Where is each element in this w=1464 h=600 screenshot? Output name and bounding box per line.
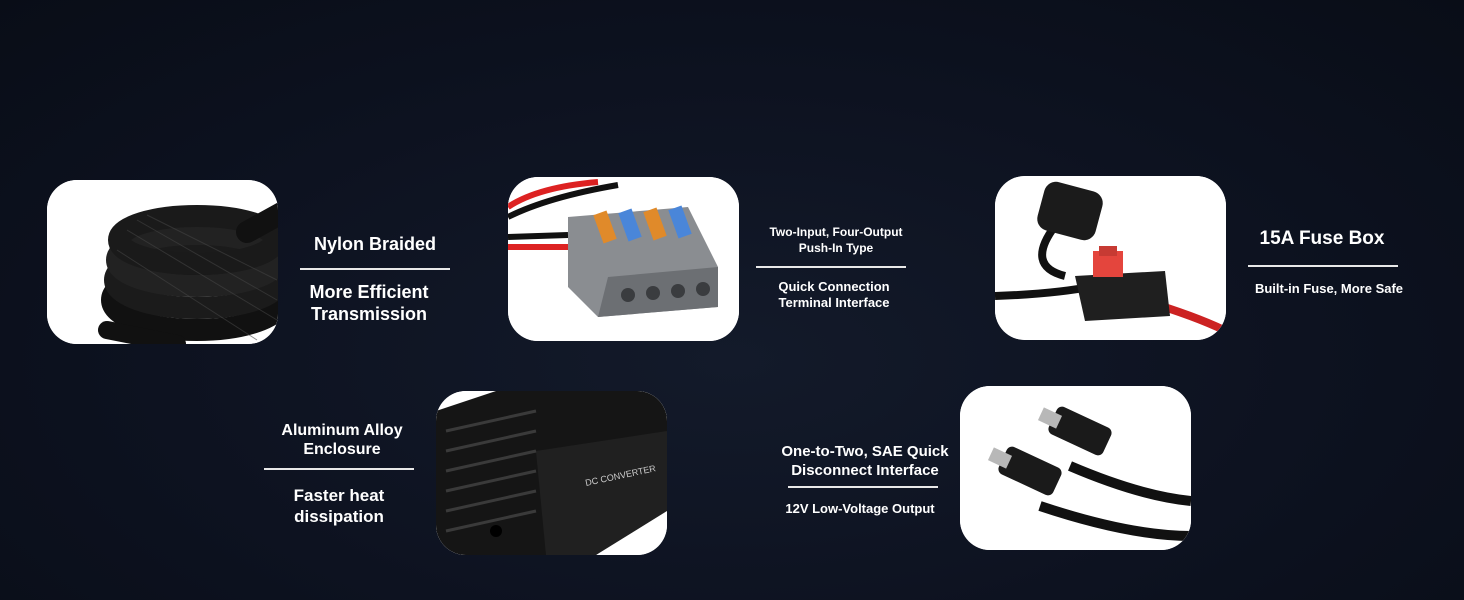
feature-3-subtitle: Built-in Fuse, More Safe [1254,281,1404,296]
feature-5-divider [788,486,938,488]
feature-3-divider [1248,265,1398,267]
feature-1-divider [300,268,450,270]
feature-2-title: Two-Input, Four-Output Push-In Type [769,225,903,255]
feature-4-subtitle: Faster heat dissipation [293,486,385,526]
feature-4-divider [264,468,414,470]
feature-5-subtitle: 12V Low-Voltage Output [785,501,935,516]
dc-converter-image: DC CONVERTER [436,391,667,555]
fuse-box-image [995,176,1226,340]
feature-4-title: Aluminum Alloy Enclosure [281,422,403,458]
feature-2-subtitle: Quick Connection Terminal Interface [778,279,890,310]
feature-2-divider [756,266,906,268]
feature-3-title: 15A Fuse Box [1259,228,1385,249]
feature-5-title: One-to-Two, SAE Quick Disconnect Interfa… [781,443,949,479]
feature-1-subtitle: More Efficient Transmission [309,282,429,324]
feature-1-title: Nylon Braided [313,234,437,254]
terminal-connector-image [508,177,739,341]
sae-cable-image [960,386,1191,550]
braided-cable-image [47,180,278,344]
